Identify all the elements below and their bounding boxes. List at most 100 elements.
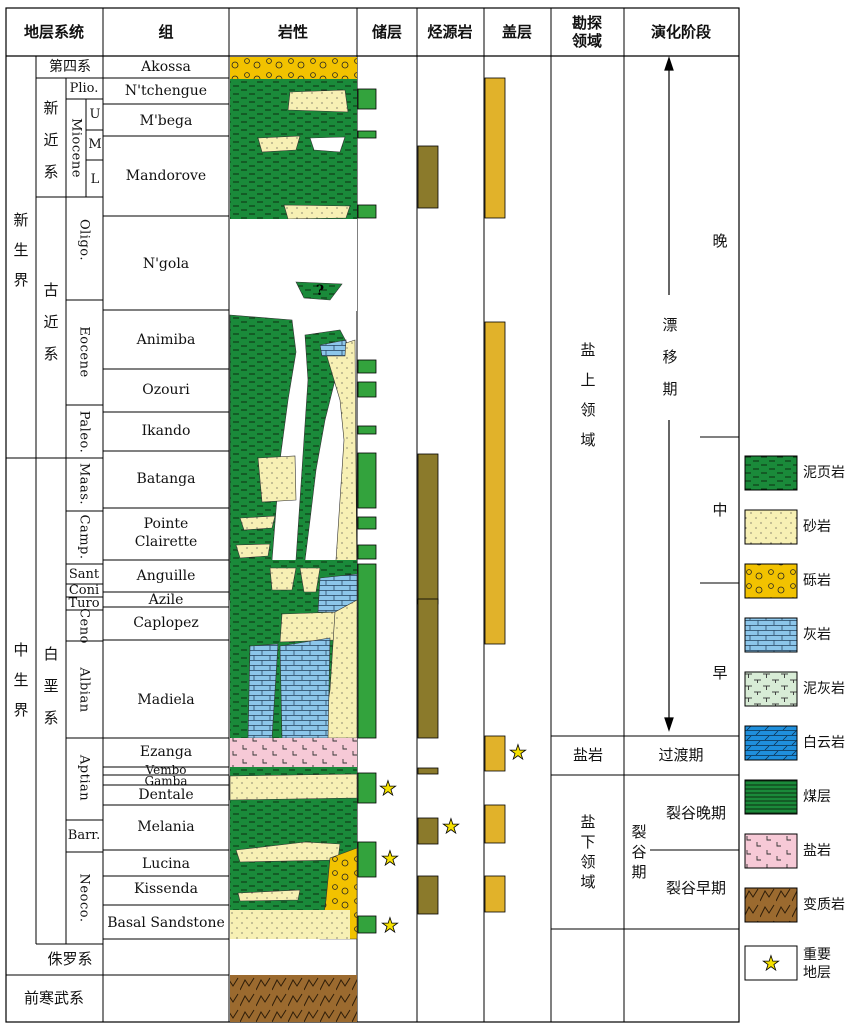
header-cap-rock: 盖层	[501, 23, 533, 41]
group-label: Akossa	[141, 59, 191, 75]
era-cenozoic: 新生界	[13, 211, 29, 289]
source-rock-bars	[417, 145, 439, 915]
legend-swatch-marl	[744, 671, 798, 707]
domain-presalt-upper: 盐上领域	[580, 341, 596, 449]
series-aptian: Aptian	[76, 754, 92, 802]
group-label: Anguille	[136, 568, 196, 584]
group-label: Madiela	[137, 692, 195, 708]
evolution-rift: 裂谷期	[631, 823, 647, 881]
group-label: Ozouri	[142, 382, 190, 398]
group-label: Mandorove	[125, 168, 207, 184]
group-label: Ezanga	[139, 744, 193, 760]
legend-label: 泥灰岩	[803, 681, 845, 697]
system-jurassic: 侏罗系	[47, 950, 93, 968]
header-system: 地层系统	[23, 23, 85, 41]
series-barr: Barr.	[67, 828, 101, 843]
group-label: Gamba	[144, 774, 188, 788]
group-label: Dentale	[138, 787, 194, 803]
system-quaternary: 第四系	[49, 59, 91, 75]
era-mesozoic: 中生界	[13, 641, 29, 719]
series-albian: Albian	[76, 667, 92, 713]
group-label: M'bega	[139, 113, 193, 129]
star-icon: ★	[379, 776, 398, 800]
header-group: 组	[158, 23, 174, 41]
group-label: N'gola	[142, 256, 190, 272]
legend-label: 重要地层	[803, 947, 831, 981]
header-evolution-stage: 演化阶段	[650, 23, 712, 41]
group-label: Vembo	[145, 763, 187, 777]
group-label: Kissenda	[134, 881, 198, 897]
series-miocene: Miocene	[68, 118, 84, 178]
legend-label: 白云岩	[803, 735, 845, 751]
group-label: Clairette	[134, 534, 198, 550]
evolution-transition: 过渡期	[658, 746, 704, 764]
group-label: N'tchengue	[124, 83, 208, 99]
evolution-middle: 中	[712, 501, 728, 519]
series-miocene-u: U	[89, 107, 101, 122]
legend-swatch-coal	[744, 779, 798, 815]
star-icon: ★	[442, 814, 461, 838]
group-label: Ikando	[141, 423, 191, 439]
reservoir-bars	[357, 88, 377, 934]
group-label: Lucina	[142, 856, 190, 872]
legend-label: 盐岩	[803, 843, 831, 859]
group-label: Azile	[148, 592, 184, 608]
series-ceno: Ceno	[76, 608, 92, 644]
group-label: Animiba	[136, 332, 196, 348]
evolution-drift: 漂移期	[662, 309, 678, 405]
evolution-rift-early: 裂谷早期	[665, 879, 727, 897]
evolution-rift-late: 裂谷晚期	[665, 804, 727, 822]
legend-label: 变质岩	[803, 897, 845, 913]
group-label: Batanga	[136, 471, 196, 487]
legend-label: 砂岩	[803, 519, 831, 535]
group-label: Caplopez	[133, 615, 199, 631]
drift-arrow	[664, 56, 674, 732]
star-icon: ★	[762, 951, 780, 975]
star-icon: ★	[381, 846, 400, 870]
system-paleogene: 古近系	[43, 281, 59, 363]
legend-label: 灰岩	[803, 627, 831, 643]
group-label: Melania	[137, 819, 195, 835]
series-turo: Turo	[68, 596, 100, 611]
series-eocene: Eocene	[76, 326, 92, 378]
legend-swatch-mudshale	[744, 455, 798, 491]
lithology-unknown-mark: ?	[315, 283, 325, 299]
legend-swatches: ★	[744, 455, 798, 981]
series-sant: Sant	[68, 567, 100, 582]
system-neogene: 新近系	[43, 99, 59, 181]
domain-presalt-lower: 盐下领域	[580, 813, 596, 891]
series-coni: Coni	[68, 583, 100, 598]
star-icon: ★	[381, 913, 400, 937]
evolution-early: 早	[712, 664, 728, 682]
series-miocene-l: L	[90, 172, 100, 187]
header-source-rock: 烃源岩	[427, 23, 473, 41]
star-icon: ★	[509, 740, 528, 764]
legend-swatch-key-strata	[744, 945, 798, 981]
series-camp: Camp.	[76, 514, 92, 560]
series-maas: Maas.	[76, 462, 92, 506]
system-cretaceous: 白垩系	[43, 645, 59, 727]
legend-label: 泥页岩	[803, 465, 845, 481]
legend-swatch-dolomite	[744, 725, 798, 761]
header-lithology: 岩性	[277, 23, 309, 41]
cap-rock-bars	[484, 77, 506, 913]
legend-label: 煤层	[803, 789, 831, 805]
legend-swatch-salt	[744, 833, 798, 869]
domain-salt: 盐岩	[572, 746, 604, 764]
series-plio: Plio.	[69, 81, 99, 96]
series-miocene-m: M	[88, 137, 102, 152]
group-label: Pointe	[143, 516, 189, 532]
system-precambrian: 前寒武系	[23, 989, 85, 1007]
evolution-late: 晚	[712, 232, 728, 250]
legend-swatch-conglomerate	[744, 563, 798, 599]
series-paleo: Paleo.	[76, 410, 92, 454]
legend-swatch-metamorphic	[744, 887, 798, 923]
lithology-column	[229, 57, 358, 1022]
legend-swatch-sandstone	[744, 509, 798, 545]
legend-swatch-limestone	[744, 617, 798, 653]
group-label: Basal Sandstone	[107, 915, 225, 931]
header-exploration-domain: 勘探领域	[571, 14, 602, 50]
legend-label: 砾岩	[803, 573, 831, 589]
